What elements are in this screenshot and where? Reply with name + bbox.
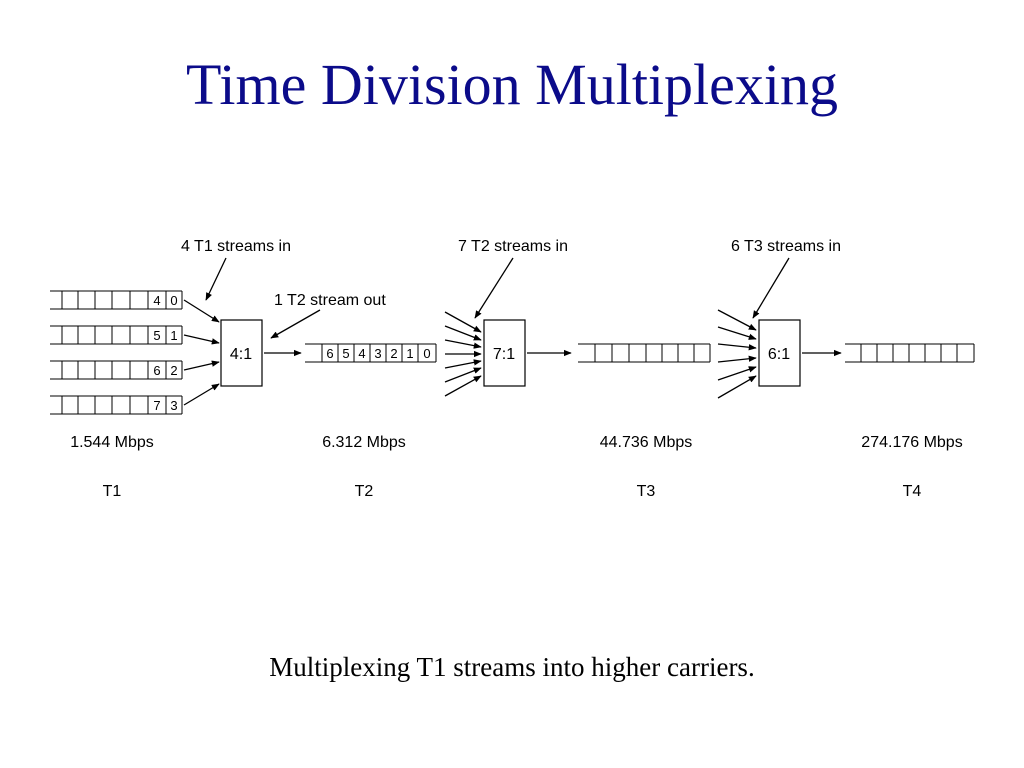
mux-6-1-box: [758, 319, 801, 387]
slide-title: Time Division Multiplexing: [185, 52, 839, 117]
t2-cell: 4: [358, 346, 365, 361]
annotation-arrow: [474, 257, 514, 319]
annotation-t2-out: 1 T2 stream out: [274, 292, 386, 309]
input-arrow: [444, 367, 482, 383]
t1-cell: 5: [153, 328, 160, 343]
annotation-t2-in: 7 T2 streams in: [458, 238, 568, 255]
input-arrow: [444, 311, 482, 333]
input-arrow: [444, 375, 482, 397]
carrier-t1: T1: [103, 483, 122, 500]
t1-stream-3: 6 2: [50, 360, 183, 380]
input-arrow: [444, 325, 482, 341]
mux-7-1-box: [483, 319, 526, 387]
annotation-arrow: [270, 309, 321, 339]
annotation-arrow: [752, 257, 790, 319]
t1-cell: 6: [153, 363, 160, 378]
input-arrow: [717, 375, 757, 399]
t3-stream: [578, 343, 711, 363]
t2-stream: 6 5 4 3 2 1 0: [305, 343, 437, 363]
t2-cell: 3: [374, 346, 381, 361]
rate-t4: 274.176 Mbps: [861, 434, 962, 451]
mux-4-1-box: [220, 319, 263, 387]
input-arrow: [183, 299, 220, 323]
t2-cell: 0: [423, 346, 430, 361]
input-arrow: [717, 343, 757, 351]
rate-t3: 44.736 Mbps: [600, 434, 693, 451]
t4-stream: [845, 343, 975, 363]
t1-cell: 1: [170, 328, 177, 343]
input-arrow: [183, 334, 220, 345]
input-arrow: [183, 383, 220, 406]
carrier-t4: T4: [903, 483, 922, 500]
slide-caption: Multiplexing T1 streams into higher carr…: [269, 652, 755, 682]
input-arrow: [717, 326, 757, 340]
t2-cell: 2: [390, 346, 397, 361]
annotation-t3-in: 6 T3 streams in: [731, 238, 841, 255]
t1-stream-4: 7 3: [50, 395, 183, 415]
mux-4-1-label: 4:1: [230, 346, 252, 363]
rate-t1: 1.544 Mbps: [70, 434, 154, 451]
carrier-t2: T2: [355, 483, 374, 500]
annotation-t1-in: 4 T1 streams in: [181, 238, 291, 255]
input-arrow: [717, 309, 757, 331]
carrier-t3: T3: [637, 483, 656, 500]
t2-cell: 5: [342, 346, 349, 361]
t1-cell: 4: [153, 293, 160, 308]
input-arrow: [444, 359, 482, 369]
t1-cell: 2: [170, 363, 177, 378]
input-arrow: [183, 360, 220, 371]
input-arrow: [717, 366, 757, 381]
mux-7-1-label: 7:1: [493, 346, 515, 363]
t1-stream-1: 4 0: [50, 290, 183, 310]
input-arrow: [717, 355, 757, 363]
t2-cell: 6: [326, 346, 333, 361]
t1-cell: 0: [170, 293, 177, 308]
mux-6-1-label: 6:1: [768, 346, 790, 363]
input-arrow: [444, 339, 482, 349]
rate-t2: 6.312 Mbps: [322, 434, 406, 451]
t1-stream-2: 5 1: [50, 325, 183, 345]
t1-cell: 3: [170, 398, 177, 413]
t1-cell: 7: [153, 398, 160, 413]
annotation-arrow: [205, 257, 227, 301]
t2-cell: 1: [406, 346, 413, 361]
